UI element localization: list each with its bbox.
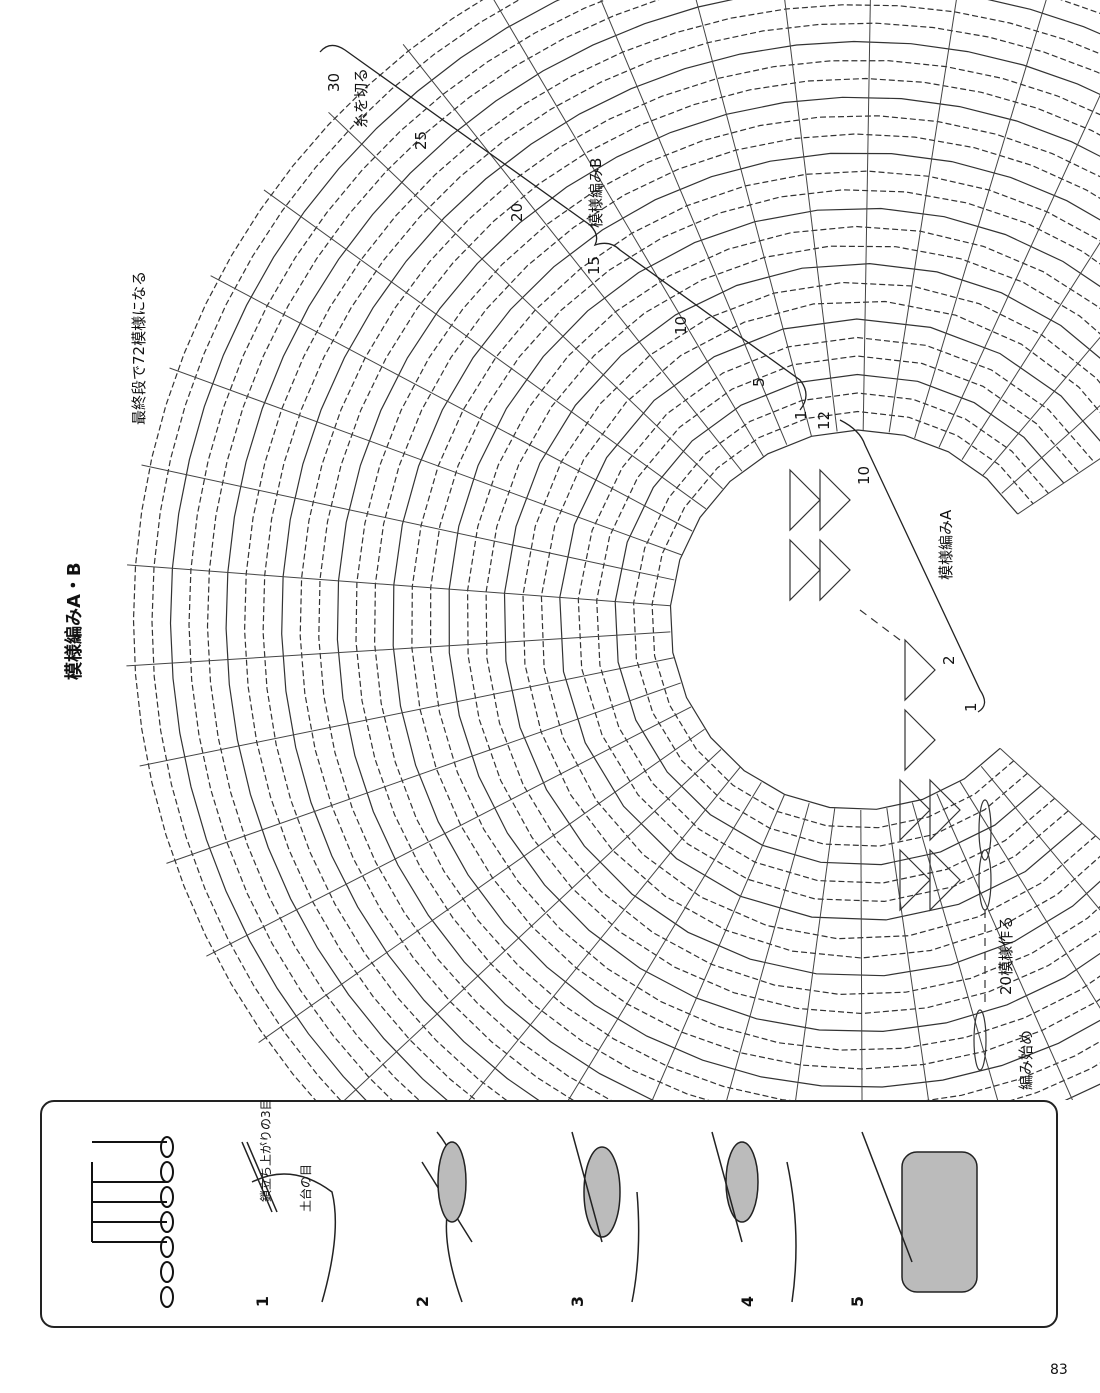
row-10: 10 [672, 315, 690, 335]
fan-spoke [982, 336, 1100, 476]
fan-spoke [567, 782, 762, 1100]
fan-row-arc [318, 77, 1100, 1100]
technique-box: 1 2 3 4 5 鎖立ち上がりの3目 土台の目 [40, 1098, 1058, 1328]
fan-spoke [600, 0, 788, 445]
make-20-note: 20模様作る [997, 915, 1015, 995]
fan-spoke [258, 728, 705, 1043]
row-25: 25 [412, 130, 430, 150]
fan-spoke [206, 706, 692, 957]
row-5: 5 [750, 377, 768, 387]
pattern-a-row-1: 1 [962, 702, 980, 712]
step-1-illustration [241, 1141, 337, 1303]
row-12: 12 [815, 410, 833, 430]
row-20: 20 [508, 202, 526, 222]
row-30: 30 [325, 72, 343, 92]
fan-spoke [493, 0, 764, 457]
fan-spoke [139, 657, 674, 767]
fan-spoke [1017, 458, 1100, 515]
fan-row-arc [596, 355, 1080, 884]
diagram-title: 模様編みA・B [64, 562, 85, 680]
row-1: 1 [792, 410, 810, 420]
brackets [319, 44, 986, 713]
fan-spoke [210, 275, 693, 532]
crochet-chart-diagram [126, 0, 1100, 1100]
fan-spoke [886, 808, 929, 1100]
pattern-a-strip [789, 468, 992, 1071]
step-3-label: 3 [568, 1295, 588, 1308]
final-row-note: 最終段で72模様になる [130, 270, 148, 425]
fan-spoke [695, 0, 812, 437]
chain-label: 鎖立ち上がりの3目 [259, 1098, 273, 1202]
fan-spoke [402, 43, 743, 472]
fan-spoke [860, 809, 863, 1100]
pattern-a-label: 模様編みA [937, 509, 955, 580]
page-number: 83 [1050, 1362, 1068, 1378]
fan-spokes [126, 0, 1100, 1100]
fan-spoke [141, 464, 675, 581]
fan-row-arc [614, 373, 1065, 866]
fan-spoke [468, 767, 741, 1100]
fan-row-arc [373, 133, 1100, 1100]
technique-illustrations [91, 1131, 978, 1308]
cut-yarn-note: 糸を切る [352, 67, 370, 128]
fan-row-arc [392, 152, 1100, 1088]
fan-row-arc [262, 22, 1100, 1100]
fan-spoke [127, 564, 671, 607]
fan-spoke [726, 802, 810, 1100]
fan-row-arc [281, 40, 1100, 1100]
fan-spoke [959, 781, 1100, 1009]
fan-row-arc [669, 429, 1019, 810]
step-1-label: 1 [253, 1295, 273, 1308]
fan-spoke [166, 682, 681, 864]
fan-spoke [784, 0, 838, 432]
pattern-b-label: 模様編みB [587, 157, 605, 228]
row-15: 15 [585, 255, 603, 275]
symbol-legend [91, 1136, 174, 1308]
fan-spoke [651, 794, 786, 1100]
step-4-illustration [725, 1141, 759, 1223]
fan-spoke [980, 766, 1100, 911]
fan-spoke [328, 111, 723, 490]
fan-spoke [862, 0, 871, 431]
start-note: 編み始め [1017, 1029, 1035, 1090]
fan-row-arc [225, 0, 1100, 1100]
step-3-illustration [583, 1146, 621, 1238]
pattern-a-row-10: 10 [855, 465, 873, 485]
step-5-label: 5 [848, 1295, 868, 1308]
fan-row-arc [632, 392, 1049, 847]
step-4-label: 4 [738, 1295, 758, 1308]
fan-row-arc [243, 4, 1100, 1100]
step-2-illustration [437, 1141, 467, 1223]
fan-row-arc [503, 262, 1100, 977]
fan-spoke [1001, 404, 1100, 494]
fan-spoke [911, 802, 999, 1100]
fan-spoke [999, 747, 1100, 841]
fan-spoke [263, 189, 707, 510]
fan-row-arc [651, 410, 1034, 829]
fan-row-arc [522, 281, 1100, 959]
fan-spoke [888, 0, 957, 433]
fan-row-arc [559, 318, 1100, 921]
fan-spoke [961, 241, 1100, 460]
fan-spoke [914, 0, 1047, 439]
step-5-illustration [901, 1151, 978, 1293]
pattern-a-row-2: 2 [940, 655, 958, 665]
fan-spoke [169, 367, 682, 556]
base-label: 土台の目 [299, 1163, 313, 1212]
fan-spoke [126, 631, 671, 667]
fan-spoke [344, 749, 722, 1100]
fan-spoke [795, 808, 836, 1100]
fan-spoke [938, 94, 1100, 448]
fan-spoke [936, 793, 1074, 1100]
step-2-label: 2 [413, 1295, 433, 1308]
